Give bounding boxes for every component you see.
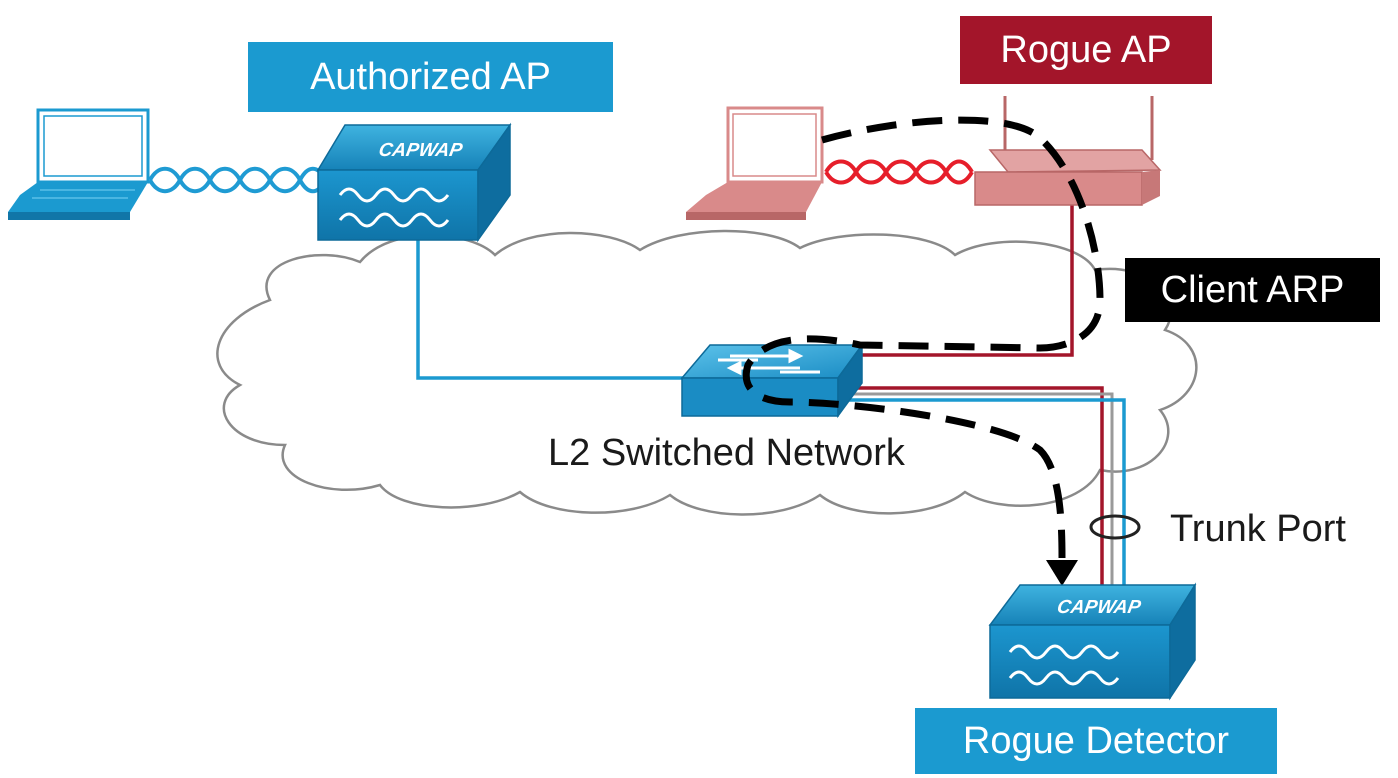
rogue-detector-badge: CAPWAP — [1055, 597, 1142, 618]
rogue-client-laptop-icon — [686, 106, 824, 220]
trunk-port-ring — [1089, 514, 1141, 540]
trunk-cable-blue — [842, 398, 1126, 585]
client-arp-label-box — [1125, 258, 1380, 322]
rogue-ap-label: Rogue AP — [1000, 28, 1172, 71]
l2-network-label: L2 Switched Network — [548, 432, 905, 474]
l2-switch-icon — [680, 342, 864, 419]
authorized-ap-label-box — [248, 42, 613, 112]
client-arp-path — [742, 116, 1104, 559]
rogue-ap-device-icon — [974, 96, 1162, 206]
rogue-detector-label: Rogue Detector — [962, 719, 1230, 762]
trunk-port-label: Trunk Port — [1170, 508, 1346, 550]
client-laptop-icon — [8, 108, 150, 220]
rogue-ap-label-box — [960, 16, 1212, 84]
authorized-ap-device-icon — [316, 122, 512, 243]
authorized-ap-badge: CAPWAP — [377, 140, 464, 161]
trunk-cable-gray — [842, 392, 1114, 585]
authorized-ap-label: Authorized AP — [310, 55, 551, 98]
authorized-ap-uplink — [416, 240, 690, 380]
client-arp-label: Client ARP — [1160, 268, 1345, 311]
rogue-wireless-link-icon — [824, 159, 974, 185]
rogue-ap-uplink — [840, 200, 1074, 357]
rogue-detector-device-icon — [988, 582, 1197, 701]
trunk-cable-red — [840, 386, 1104, 585]
authorized-wireless-link-icon — [148, 166, 327, 194]
client-arp-arrowhead — [1046, 560, 1078, 586]
rogue-detector-label-box — [915, 708, 1277, 774]
